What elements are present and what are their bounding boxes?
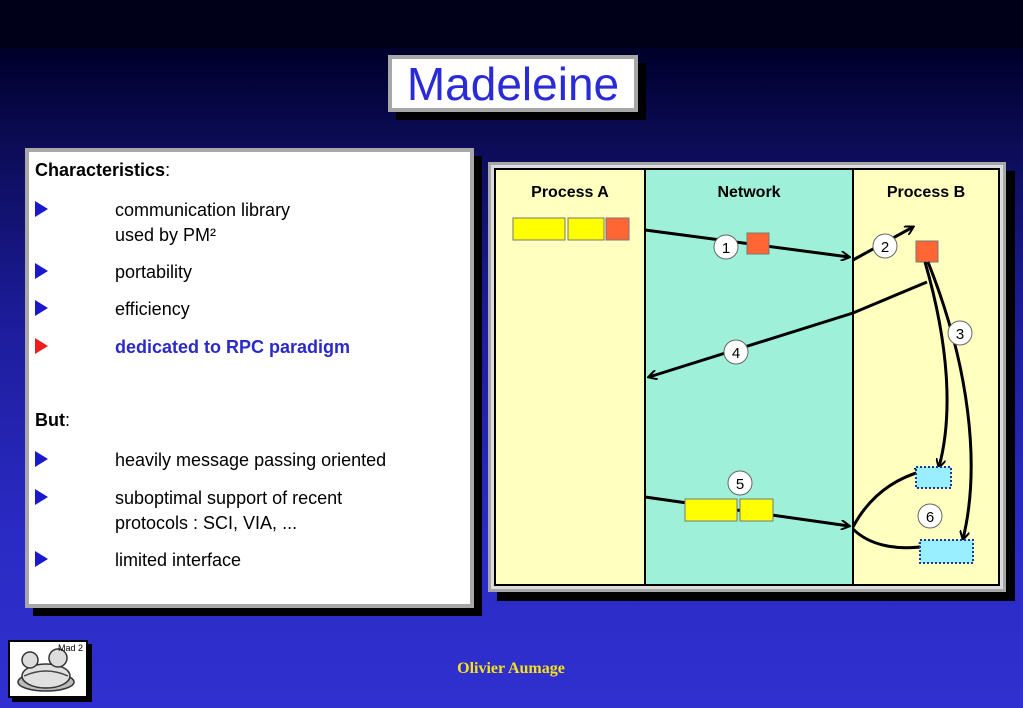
yellow-block <box>512 217 566 241</box>
arrow-step-3a <box>923 261 949 467</box>
text-panel: Characteristics: communication library u… <box>25 148 474 608</box>
characteristics-heading: Characteristics: <box>35 160 171 180</box>
bullet-item: dedicated to RPC paradigm <box>35 335 465 361</box>
bullet-item: suboptimal support of recent protocols :… <box>35 486 465 538</box>
step-badge <box>947 320 973 346</box>
top-bar <box>0 0 1023 48</box>
step-badge <box>727 470 753 496</box>
step-badge <box>713 234 739 260</box>
cyan-block <box>919 539 974 564</box>
bullet-item: efficiency <box>35 297 465 323</box>
step-badge <box>917 503 943 529</box>
right-triangle-icon <box>35 263 48 279</box>
right-triangle-icon <box>35 451 48 467</box>
right-triangle-icon <box>35 300 48 316</box>
slide-title: Madeleine <box>388 55 638 112</box>
step-label: 6 <box>926 509 934 526</box>
yellow-block <box>684 498 738 522</box>
but-heading: But: <box>35 410 71 430</box>
cyan-block <box>915 466 952 489</box>
yellow-block <box>739 498 774 522</box>
yellow-block <box>567 217 605 241</box>
step-label: 5 <box>736 476 744 493</box>
bullet-item: heavily message passing oriented <box>35 448 465 474</box>
bullet-text: suboptimal support of recent protocols :… <box>115 488 343 533</box>
bullet-item: communication library used by PM² <box>35 198 465 250</box>
step-badge <box>872 233 898 259</box>
bullet-text: limited interface <box>115 550 242 570</box>
step-label: 2 <box>881 239 889 256</box>
orange-block <box>746 232 770 255</box>
step-label: 4 <box>732 345 740 362</box>
bullet-text: communication library used by PM² <box>115 200 291 245</box>
bullet-item: limited interface <box>35 548 465 574</box>
logo: Mad 2 <box>8 640 88 698</box>
arrow-step-6b <box>851 527 927 548</box>
right-triangle-icon <box>35 338 48 354</box>
step-badge <box>723 339 749 365</box>
madeleine-logo-icon <box>17 648 75 692</box>
arrow-step-4 <box>649 280 928 377</box>
column-label-process-b: Process B <box>887 184 965 201</box>
diagram-frame: Process A Network Process B 1 2 3 4 5 <box>488 162 1006 592</box>
diagram: Process A Network Process B 1 2 3 4 5 <box>494 168 1000 586</box>
orange-block <box>915 240 939 263</box>
step-label: 1 <box>722 240 730 257</box>
bullet-item: portability <box>35 260 465 286</box>
title-container: Madeleine <box>388 55 646 120</box>
footer-author: Olivier Aumage <box>457 660 565 677</box>
bullet-text: heavily message passing oriented <box>115 450 387 470</box>
column-label-process-a: Process A <box>531 184 609 201</box>
bullet-text: dedicated to RPC paradigm <box>115 337 351 357</box>
right-triangle-icon <box>35 201 48 217</box>
orange-block <box>605 217 630 241</box>
right-triangle-icon <box>35 489 48 505</box>
bullet-text: portability <box>115 262 193 282</box>
logo-label: Mad 2 <box>57 643 83 653</box>
column-label-network: Network <box>717 184 780 201</box>
arrow-step-3b <box>926 261 973 539</box>
step-label: 3 <box>956 326 964 343</box>
arrow-step-6a <box>851 471 923 528</box>
bullet-text: efficiency <box>115 299 190 319</box>
right-triangle-icon <box>35 551 48 567</box>
